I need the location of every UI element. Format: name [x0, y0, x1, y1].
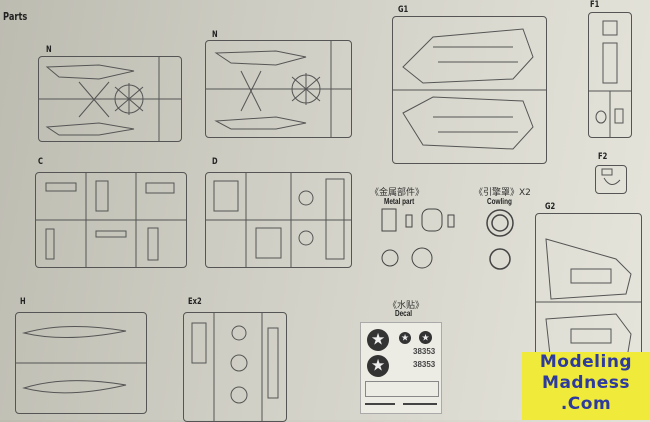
- metal-parts-drawing: [381, 208, 455, 232]
- decal-label: Decal: [395, 309, 413, 318]
- sprue-label-f1: F1: [590, 0, 600, 10]
- sprue-h-drawing: [16, 325, 146, 394]
- sprue-f2-drawing: [601, 168, 621, 185]
- sprue-n2-frame: [205, 40, 352, 138]
- sprue-f1-drawing: [589, 20, 631, 137]
- sprue-g1-drawing: [393, 28, 546, 150]
- metal-rings-drawing: [381, 247, 433, 269]
- cowling-label: Cowling: [487, 197, 512, 206]
- sprue-label-ex2: Ex2: [188, 297, 202, 307]
- sprue-label-g2: G2: [545, 202, 556, 212]
- sprue-n2-drawing: [206, 41, 351, 137]
- metal-part-label: Metal part: [384, 197, 415, 206]
- page-title: Parts: [3, 10, 28, 23]
- cowling-drawing: [486, 209, 514, 270]
- sprue-n-drawing: [39, 57, 181, 141]
- sprue-label-h: H: [20, 297, 26, 307]
- sprue-f2-frame: [595, 165, 627, 194]
- sprue-ex2-drawing: [191, 313, 279, 421]
- metal-part-label-cn: 《金属部件》: [370, 188, 425, 198]
- decal-sheet: 38353 38353: [360, 322, 442, 414]
- sprue-label-n: N: [46, 45, 52, 55]
- roundel-insignia: [367, 355, 389, 377]
- roundel-insignia: [367, 329, 389, 351]
- sprue-label-g1: G1: [398, 5, 409, 15]
- sprue-n-frame: [38, 56, 182, 142]
- decal-serial: 38353: [413, 347, 436, 356]
- sprue-label-d: D: [212, 157, 218, 167]
- sprue-label-n-2: N: [212, 30, 218, 40]
- watermark-logo: Modeling Madness .Com: [522, 352, 650, 420]
- decal-label-cn: 《水贴》: [388, 301, 425, 311]
- decal-line: [365, 403, 395, 405]
- watermark-line: Modeling: [539, 352, 633, 372]
- cowling-label-cn: 《引擎罩》X2: [474, 188, 531, 198]
- sprue-h-frame: [15, 312, 147, 414]
- sprue-ex2-frame: [183, 312, 287, 422]
- watermark-line: .Com: [560, 394, 612, 414]
- sprue-c-drawing: [36, 173, 186, 267]
- sprue-f1-frame: [588, 12, 632, 138]
- sprue-label-c: C: [38, 157, 43, 167]
- roundel-insignia: [419, 331, 432, 344]
- sprue-d-drawing: [206, 173, 351, 267]
- watermark-line: Madness: [542, 373, 630, 393]
- decal-line: [403, 403, 437, 405]
- sprue-g2-frame: [535, 213, 642, 405]
- sprue-c-frame: [35, 172, 187, 268]
- sprue-g2-drawing: [536, 238, 641, 365]
- sprue-label-f2: F2: [598, 152, 608, 162]
- decal-stripe: [365, 381, 439, 397]
- sprue-g1-frame: [392, 16, 547, 164]
- decal-serial: 38353: [413, 360, 436, 369]
- roundel-insignia: [399, 332, 411, 344]
- sprue-d-frame: [205, 172, 352, 268]
